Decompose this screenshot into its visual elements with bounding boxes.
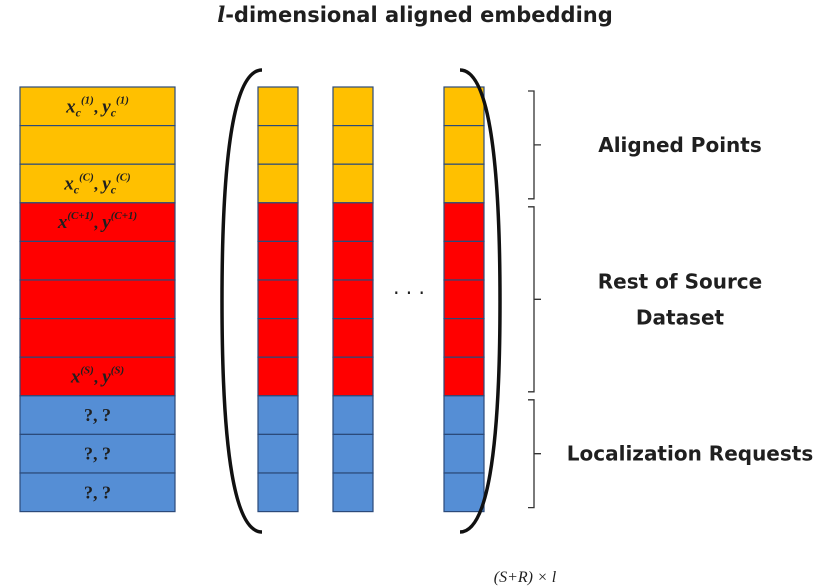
matrix-cell: [257, 279, 299, 320]
sample-table: xc(1)​, yc(1)​ xc(C)​, yc(C)​ x(C+1)​, y(C…: [19, 86, 176, 513]
matrix-cell: [257, 202, 299, 243]
matrix-cell: [332, 202, 374, 243]
left-parenthesis: [220, 68, 263, 534]
matrix-cell: [443, 124, 485, 165]
matrix-cell: [257, 86, 299, 127]
matrix-cell: [443, 202, 485, 243]
matrix-cell: [332, 472, 374, 513]
group-brace: [528, 90, 541, 200]
matrix-size-label: (S+R) × l: [494, 569, 557, 586]
matrix-cell: [257, 433, 299, 474]
matrix-cell: [332, 318, 374, 358]
matrix-cell: [332, 279, 374, 320]
table-cell: [19, 433, 176, 474]
matrix-cell: [257, 472, 299, 513]
matrix-cell: [257, 240, 299, 281]
table-cell-label: x(C+1)​, y(C+1)​: [57, 210, 137, 233]
matrix-cell: [257, 163, 299, 204]
table-cell-label: x(S)​, y(S)​: [70, 365, 124, 388]
group-label-source: Dataset: [636, 305, 725, 329]
table-cell: [19, 279, 176, 320]
matrix-cell: [443, 472, 485, 513]
table-cell: [19, 356, 176, 397]
table-cell: [19, 86, 176, 127]
matrix-cell: [443, 395, 485, 435]
matrix-cell: [443, 240, 485, 281]
diagram-title: l-dimensional aligned embedding: [0, 2, 830, 27]
table-cell: [19, 472, 176, 513]
matrix-cell: [332, 124, 374, 165]
table-cell-label: ?, ?: [84, 405, 111, 425]
matrix-cell: [332, 433, 374, 474]
title-text: -dimensional aligned embedding: [225, 3, 613, 27]
table-cell-label: ?, ?: [84, 482, 111, 502]
matrix-cell: [332, 395, 374, 435]
title-variable: l: [217, 2, 226, 27]
matrix-cell: [332, 356, 374, 397]
matrix-cell: [332, 240, 374, 281]
group-brace: [528, 206, 541, 393]
table-cell: [19, 318, 176, 358]
group-label-aligned: Aligned Points: [598, 133, 762, 157]
matrix-cell: [257, 124, 299, 165]
table-cell-label: ?, ?: [84, 444, 111, 464]
matrix-cell: [443, 86, 485, 127]
matrix-cell: [443, 433, 485, 474]
matrix-cell: [257, 318, 299, 358]
matrix-cell: [257, 395, 299, 435]
matrix-cell: [443, 356, 485, 397]
table-cell: [19, 395, 176, 435]
matrix-cell: [443, 279, 485, 320]
table-cell: [19, 124, 176, 165]
table-cell: [19, 240, 176, 281]
table-cell: [19, 163, 176, 204]
group-brace: [528, 399, 541, 509]
matrix-cell: [443, 163, 485, 204]
matrix-cell: [257, 356, 299, 397]
matrix-cell: [332, 163, 374, 204]
matrix-cell: [443, 318, 485, 358]
table-cell-label: xc(1)​, yc(1)​: [65, 94, 129, 119]
matrix-cell: [332, 86, 374, 127]
right-parenthesis: [459, 68, 502, 534]
table-cell-label: xc(C)​, yc(C)​: [63, 172, 130, 197]
group-label-request: Localization Requests: [567, 442, 814, 466]
column-ellipsis: · · ·: [393, 281, 425, 305]
embedding-matrix: · · · (S+R) × l: [220, 68, 557, 586]
group-label-source: Rest of Source: [598, 269, 762, 293]
